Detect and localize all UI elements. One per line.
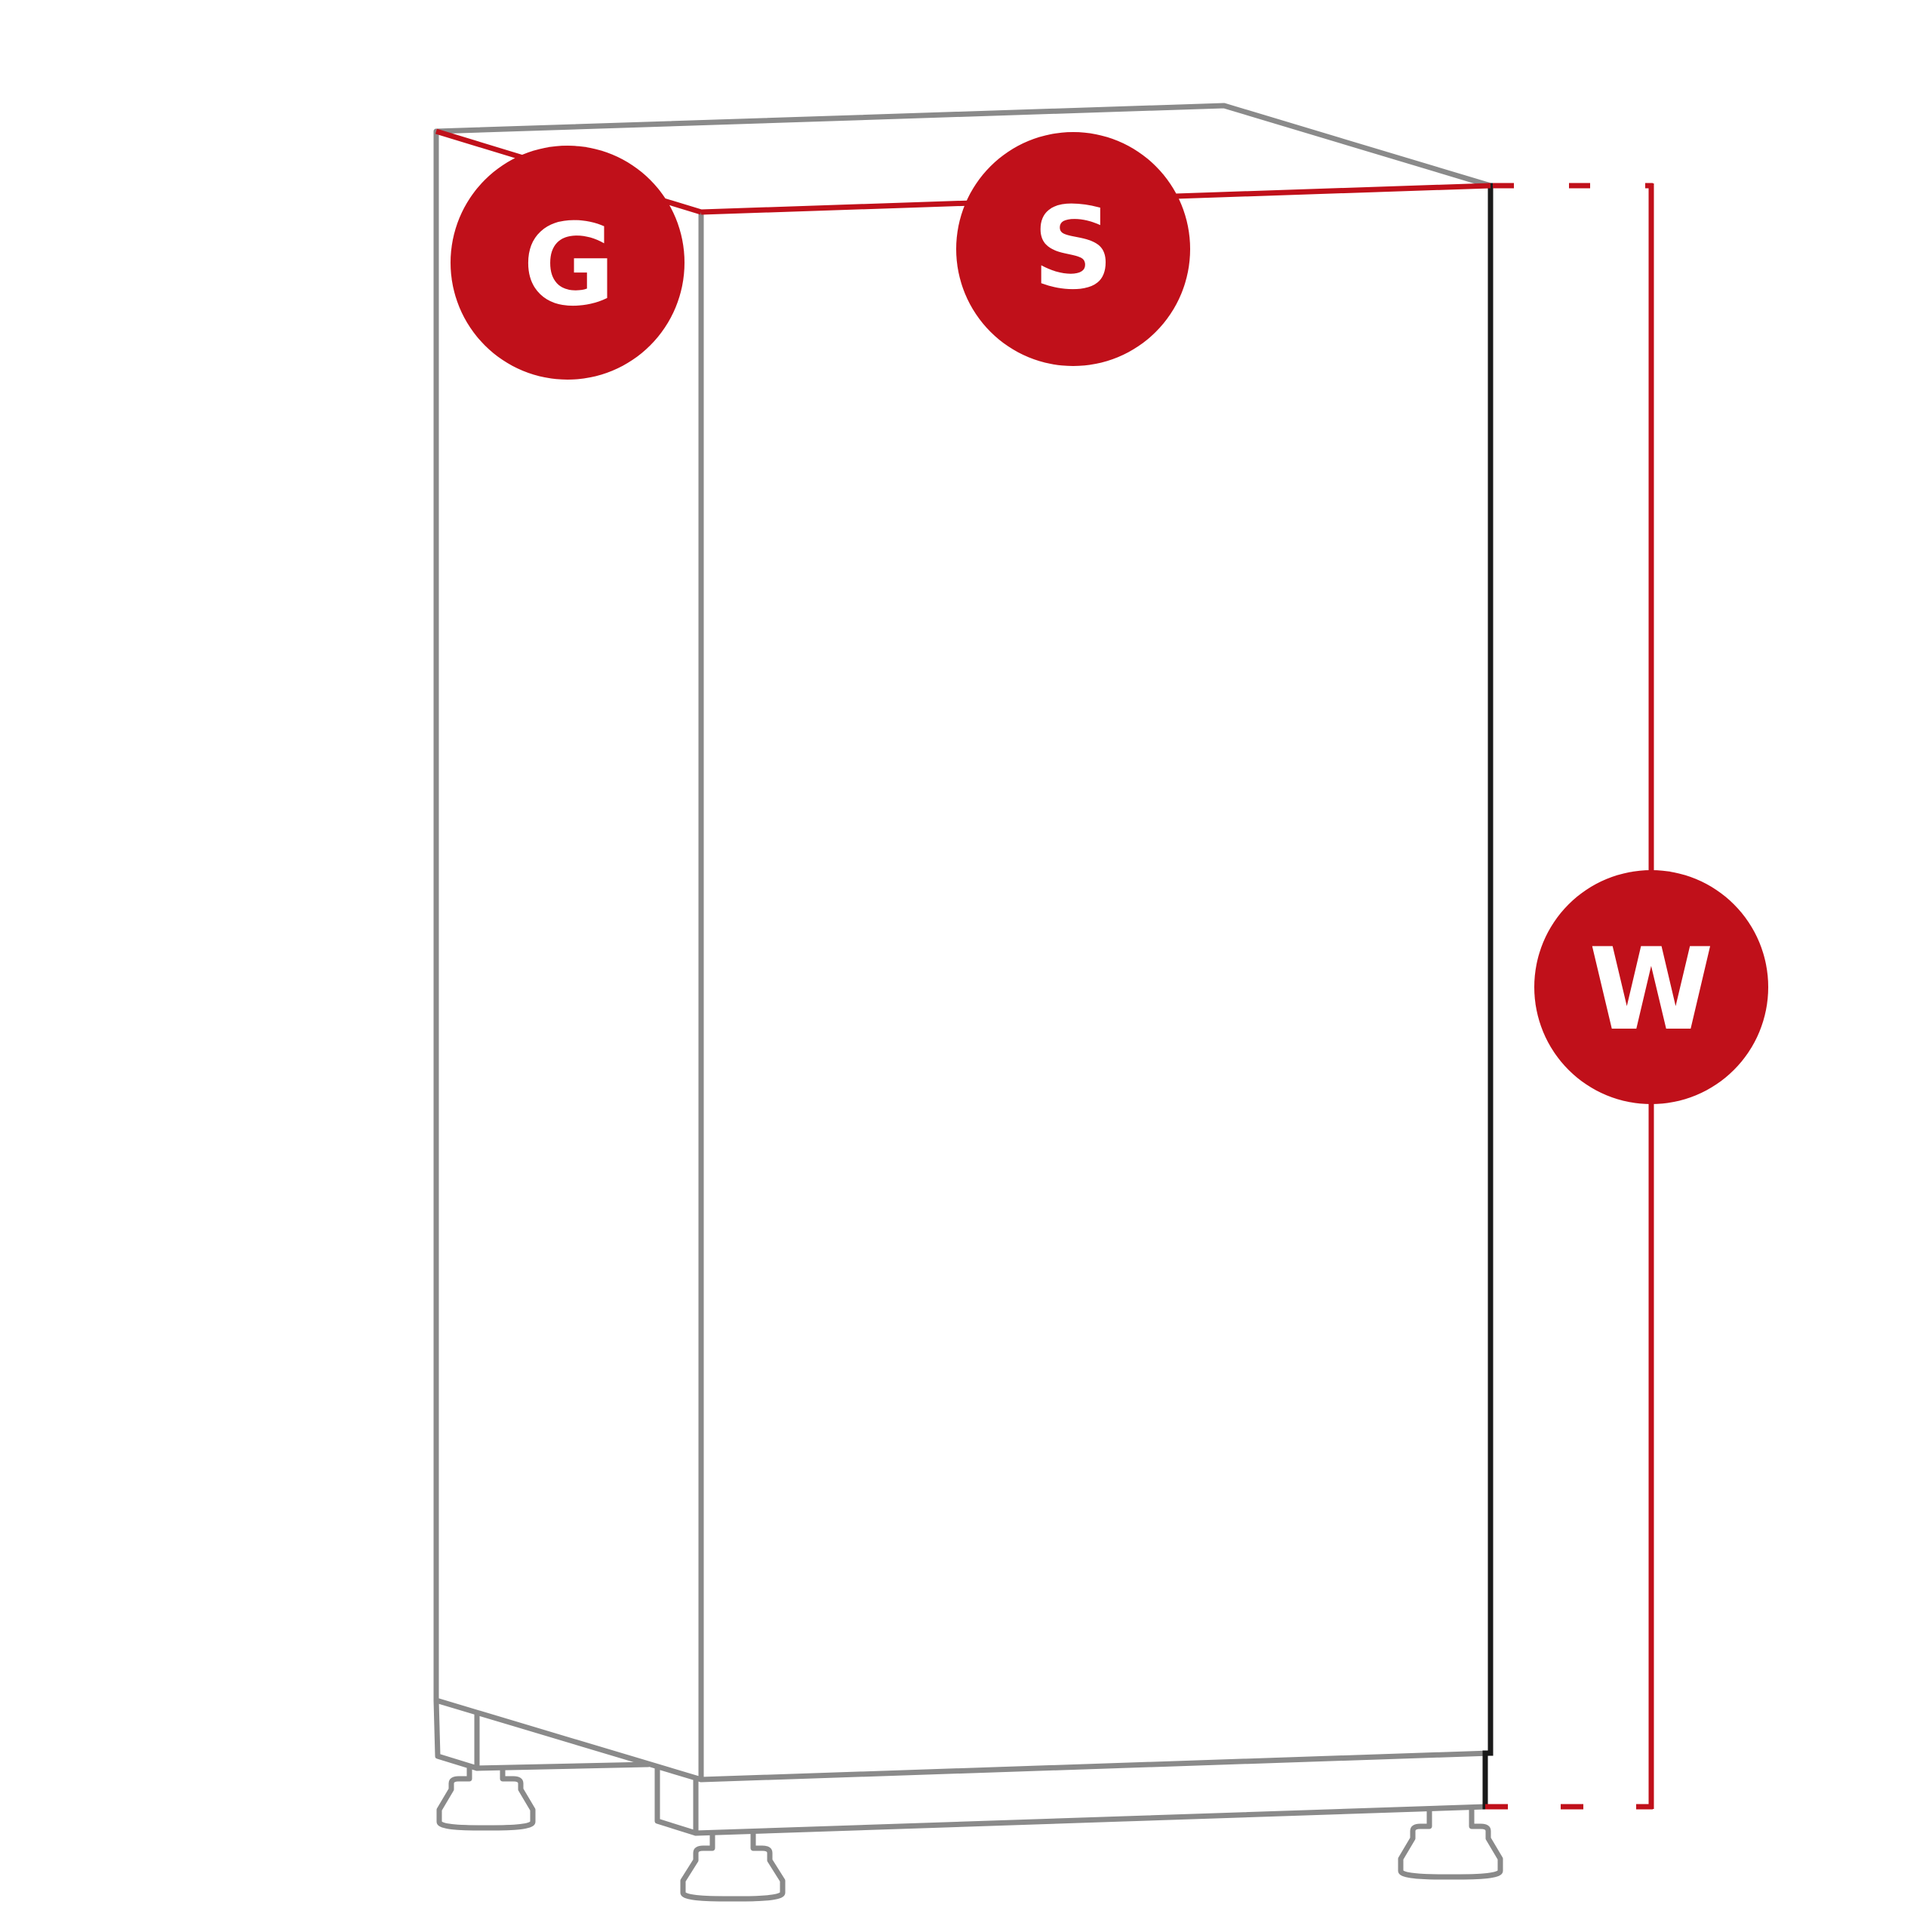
depth-badge: G: [451, 146, 685, 380]
cabinet-top-back-edge: [433, 103, 1494, 189]
cabinet-plinth-front: [654, 1765, 1488, 1836]
width-label: S: [1032, 183, 1114, 315]
height-badge: W: [1534, 870, 1768, 1104]
foot-left: [436, 1765, 536, 1831]
cabinet-bottom-edge: [433, 1697, 1494, 1783]
width-badge: S: [956, 132, 1190, 366]
foot-front-right: [1398, 1807, 1503, 1880]
cabinet-outline: [433, 103, 1494, 1836]
height-label: W: [1589, 924, 1713, 1056]
foot-front-left: [680, 1830, 786, 1902]
cabinet-plinth: [433, 1697, 651, 1771]
depth-label: G: [522, 200, 615, 331]
